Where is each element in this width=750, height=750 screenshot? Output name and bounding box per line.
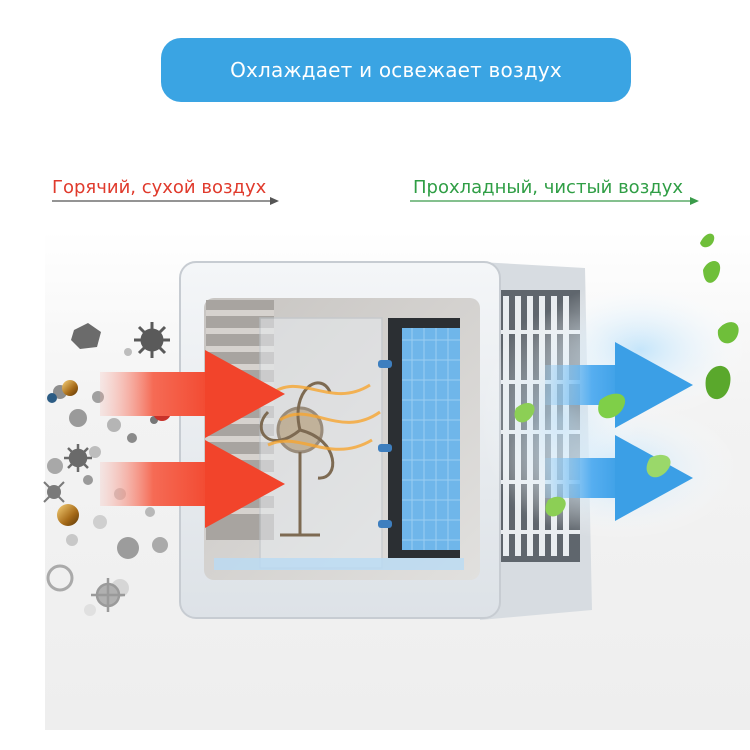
cool-air-arrow-bottom [545,435,693,521]
germ-icon [91,578,125,612]
leaf-icon [514,233,739,517]
water-filter [378,318,460,558]
germ-icon [43,481,65,503]
hot-air-arrow-bottom [100,440,285,528]
headline-banner: Охлаждает и освежает воздух [161,38,631,102]
bronze-particle-icon [47,380,171,526]
hot-air-label: Горячий, сухой воздух [52,177,267,198]
heat-waves [267,383,381,451]
headline-text: Охлаждает и освежает воздух [230,58,562,82]
cool-air-label: Прохладный, чистый воздух [413,177,684,198]
cool-label-underline-arrow [410,197,699,205]
hot-label-underline-arrow [52,197,279,205]
germ-icon [134,322,170,358]
hot-air-arrow-top [100,350,285,438]
germ-icon [64,444,92,472]
